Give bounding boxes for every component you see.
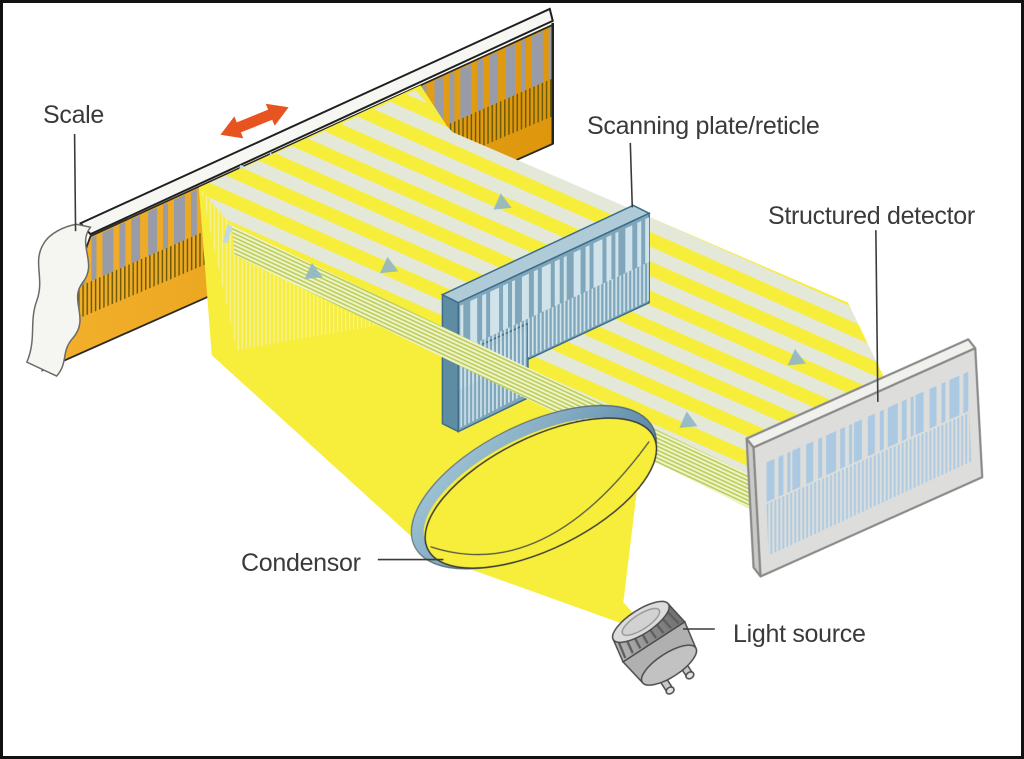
scanning-plate-leader-line (629, 142, 634, 208)
light-source-graphic (611, 600, 698, 695)
structured-detector-graphic (745, 338, 984, 578)
motion-arrow-icon (220, 103, 289, 139)
condensor-lens-graphic (410, 404, 658, 570)
reticle-slits (458, 217, 650, 352)
detector-fine-pattern (766, 412, 972, 556)
label-scanning-plate: Scanning plate/reticle (587, 112, 820, 140)
label-light-source: Light source (733, 620, 866, 648)
label-structured-detector: Structured detector (768, 202, 975, 230)
structured-detector-leader-line (875, 230, 879, 402)
label-scale: Scale (43, 101, 105, 129)
diagram-canvas (25, 7, 984, 695)
scale-leader-line (73, 133, 77, 232)
label-condensor: Condensor (241, 549, 361, 577)
leader-lines (73, 133, 879, 630)
detector-bar-pattern (766, 371, 970, 503)
scale-broken-end (25, 223, 92, 377)
